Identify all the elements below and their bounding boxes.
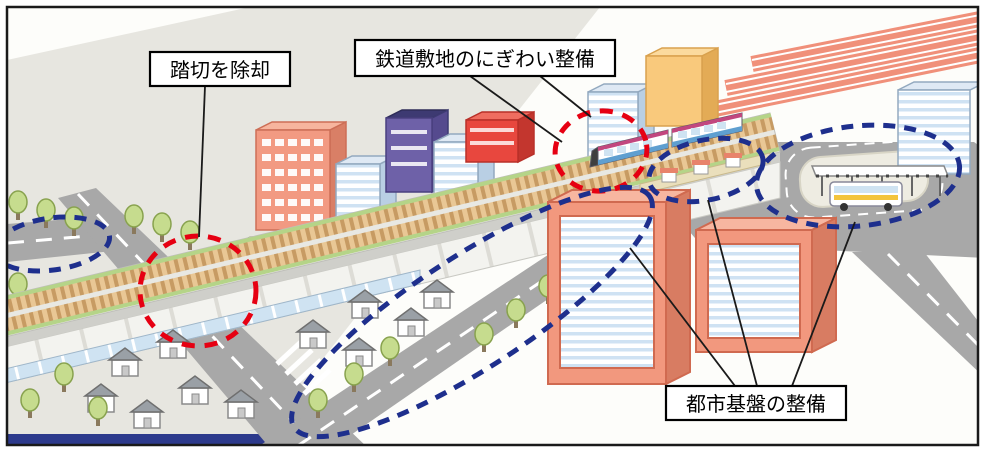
blue-ellipse-main-road bbox=[289, 184, 655, 440]
figure-border bbox=[5, 5, 980, 447]
blue-ellipse-station bbox=[646, 135, 766, 205]
blue-ellipse-bus-terminal bbox=[753, 122, 963, 230]
road-right-centerline bbox=[886, 252, 978, 348]
callout-urban-infra-label: 都市基盤の整備 bbox=[686, 392, 826, 416]
yard-row bbox=[750, 11, 978, 72]
leader-urban-3 bbox=[791, 221, 856, 387]
rail-yard-rows bbox=[645, 11, 978, 175]
callout-railway-site-label: 鉄道敷地のにぎわい整備 bbox=[375, 47, 595, 71]
yard-row bbox=[724, 29, 978, 96]
building-striped-right-edge bbox=[897, 81, 978, 175]
highlights bbox=[7, 108, 963, 440]
building-salmon-center bbox=[547, 188, 691, 386]
red-circle-railway bbox=[552, 108, 650, 194]
building-red bbox=[465, 110, 535, 164]
leader-lines bbox=[198, 75, 856, 387]
building-salmon-back bbox=[255, 120, 347, 232]
leader-urban-2 bbox=[707, 199, 758, 387]
callout-remove-crossing-label: 踏切を除却 bbox=[170, 58, 270, 82]
leader-railway-2 bbox=[539, 75, 592, 118]
market-stall bbox=[660, 168, 678, 183]
bus-terminal bbox=[810, 165, 950, 211]
red-circle-crossing bbox=[137, 233, 259, 349]
train-windows bbox=[604, 140, 652, 156]
road-right bbox=[852, 252, 978, 372]
callouts: 踏切を除却 鉄道敷地のにぎわい整備 都市基盤の整備 bbox=[148, 38, 848, 422]
train-windows bbox=[678, 122, 726, 138]
callout-urban-infra: 都市基盤の整備 bbox=[664, 384, 848, 422]
market-stall bbox=[692, 160, 710, 175]
market-stall bbox=[724, 153, 742, 168]
viaduct-storefronts bbox=[7, 269, 421, 384]
buildings-back bbox=[255, 82, 655, 232]
road-main-centerline bbox=[296, 200, 660, 445]
zebra-crossing bbox=[275, 338, 332, 396]
yard-row bbox=[698, 47, 978, 120]
deck-green-strip-near bbox=[7, 146, 780, 336]
callout-remove-crossing: 踏切を除却 bbox=[148, 50, 292, 88]
callout-railway-site: 鉄道敷地のにぎわい整備 bbox=[353, 38, 617, 78]
bus bbox=[829, 181, 903, 211]
building-salmon-right bbox=[695, 216, 837, 354]
leader-urban-1 bbox=[629, 247, 736, 387]
leader-crossing bbox=[198, 85, 206, 238]
railway-track-near bbox=[7, 134, 779, 332]
blue-ellipse-left-road bbox=[7, 214, 113, 274]
leader-railway-1 bbox=[469, 75, 563, 143]
building-yellow bbox=[645, 46, 719, 128]
